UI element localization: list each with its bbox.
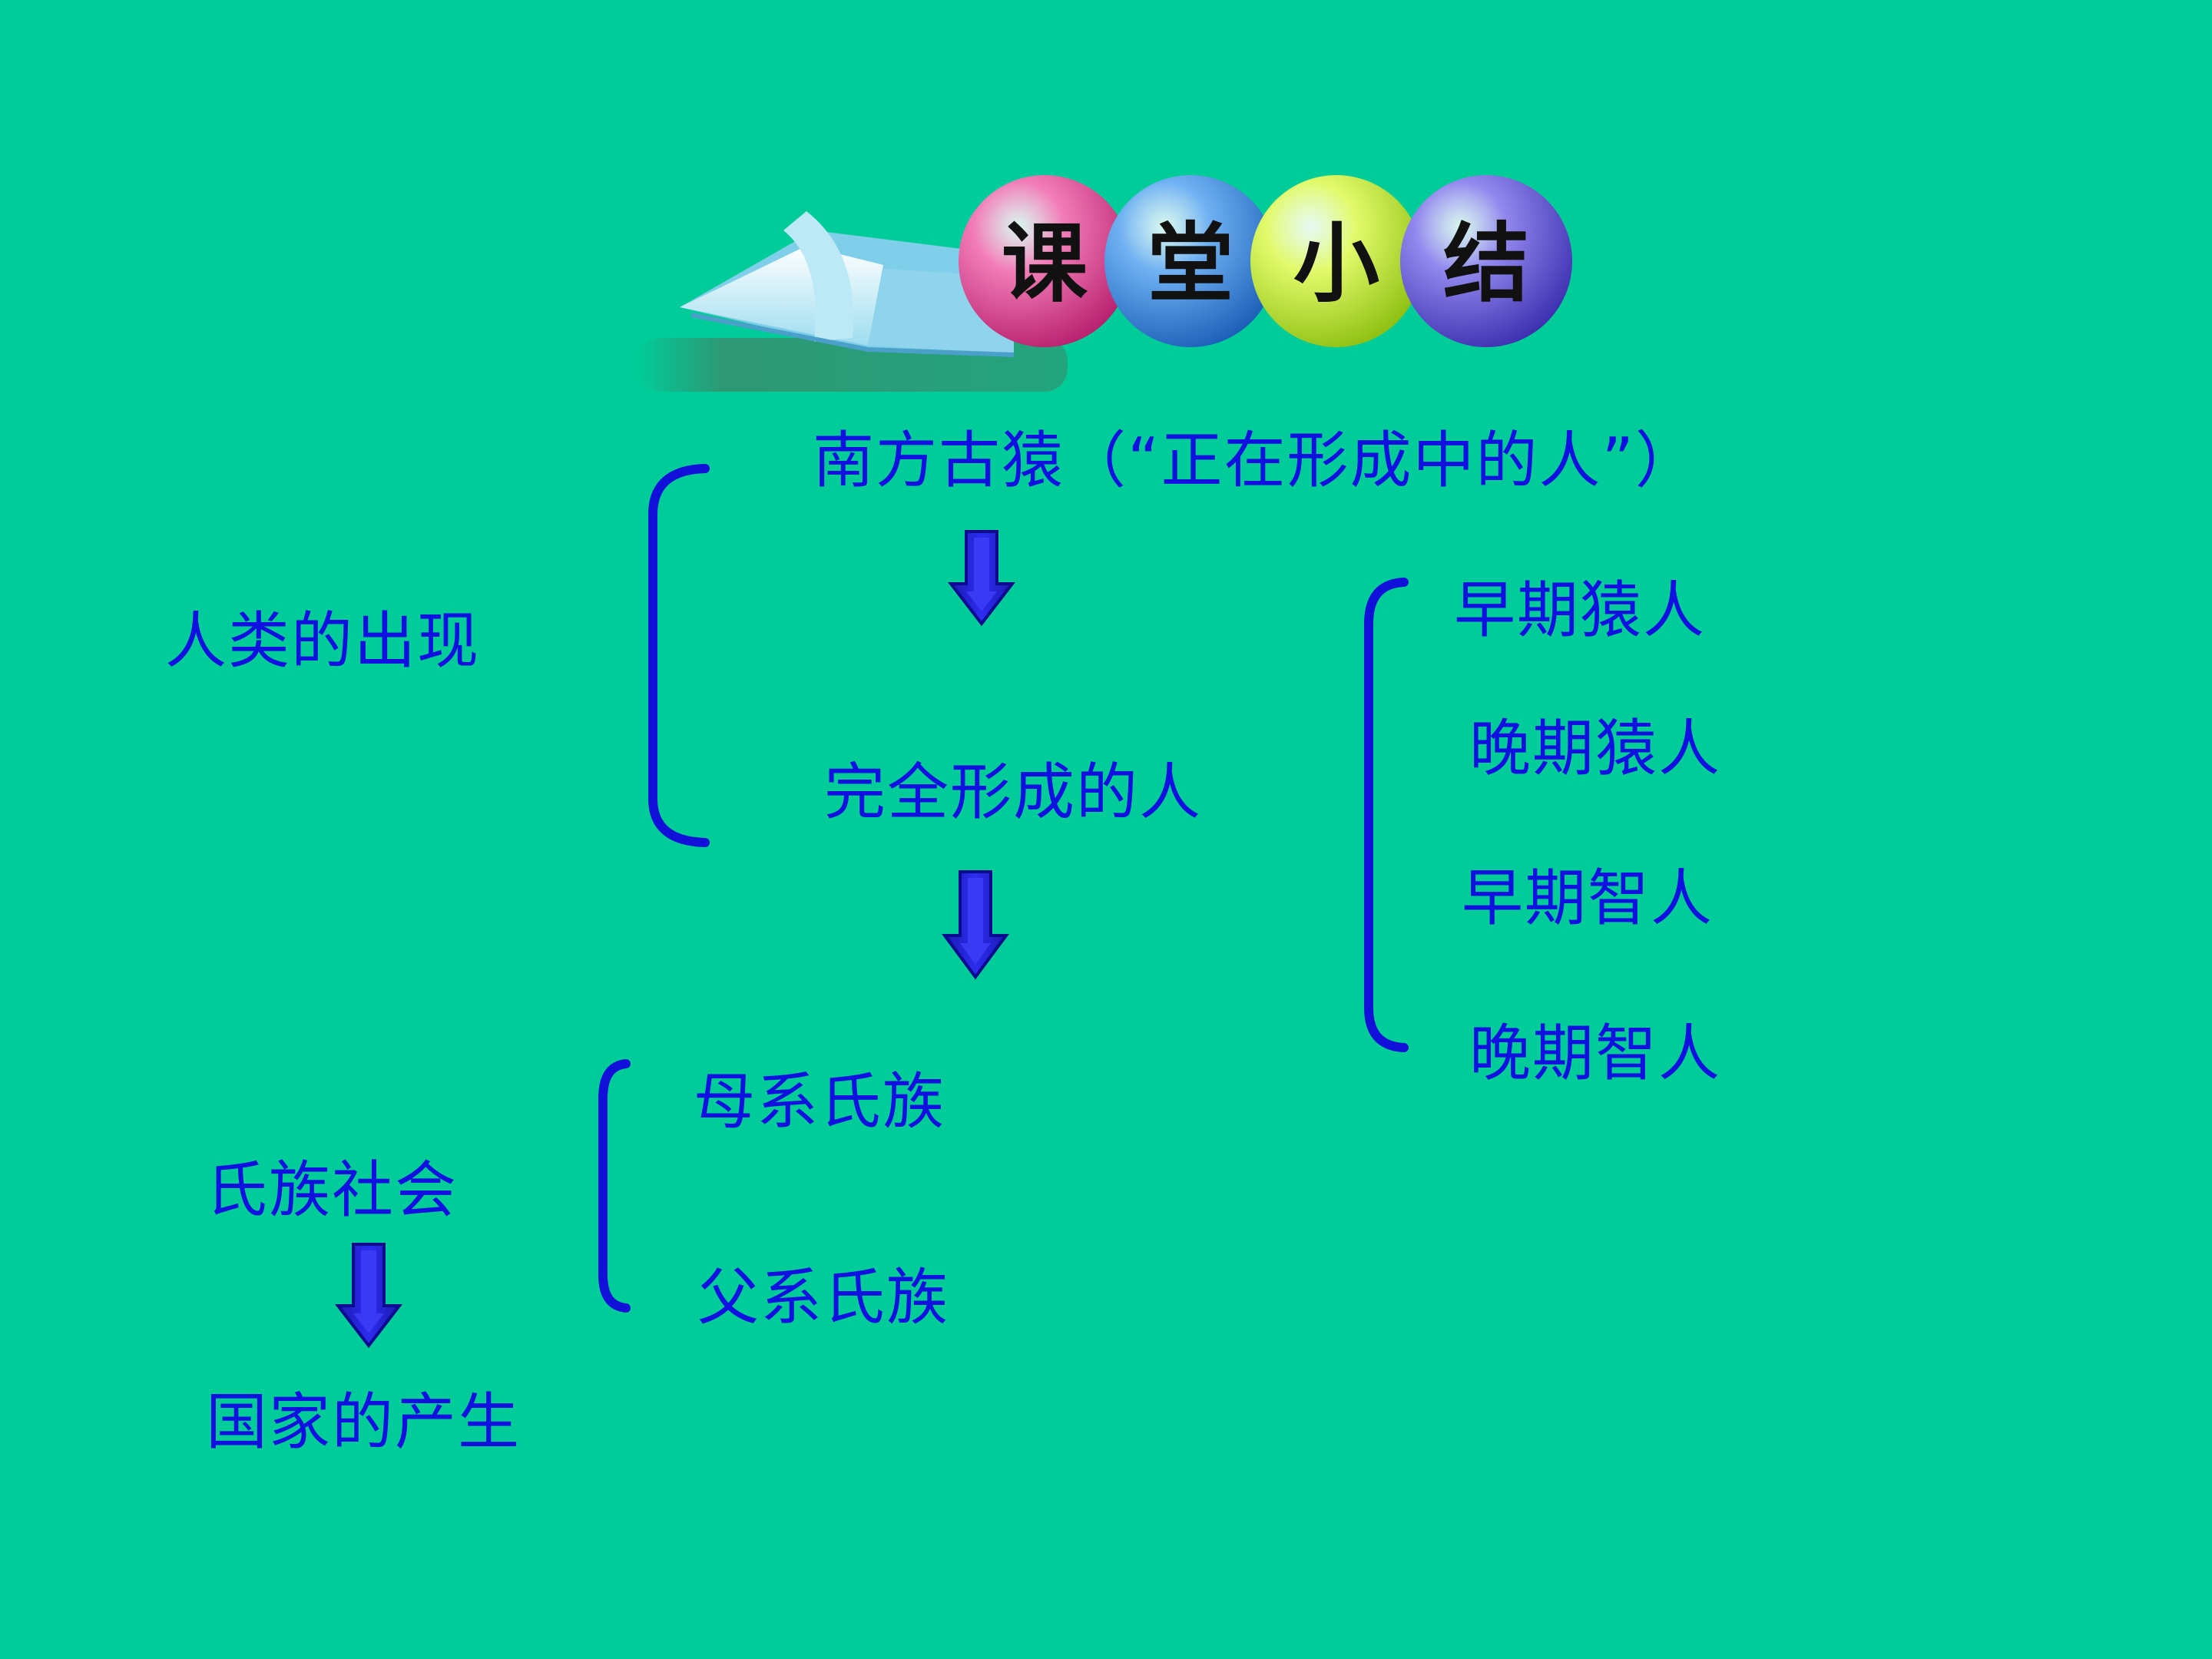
- title-char-1: 课: [1002, 214, 1088, 314]
- title-char-4: 结: [1443, 214, 1529, 314]
- node-clan-society: 氏族社会: [206, 1154, 458, 1226]
- down-arrow-icon: [942, 870, 1009, 980]
- bracket-clans: [598, 1059, 631, 1313]
- bracket-stages: [1364, 578, 1409, 1052]
- title-ball-1: [959, 175, 1131, 347]
- bracket-human-origin: [648, 464, 710, 847]
- title-char-3: 小: [1293, 214, 1379, 314]
- title-balls: 课 堂 小 结: [959, 175, 1572, 347]
- node-human-origin: 人类的出现: [165, 605, 480, 677]
- node-matrilineal-clan: 母系氏族: [694, 1066, 945, 1137]
- title-char-2: 堂: [1147, 214, 1233, 314]
- node-fully-formed: 完全形成的人: [824, 757, 1202, 828]
- title-ball-3: [1250, 175, 1422, 347]
- node-late-ape-man: 晚期猿人: [1469, 713, 1721, 784]
- node-australopithecus: 南方古猿（“正在形成中的人”）: [813, 425, 1698, 496]
- node-early-ape-man: 早期猿人: [1454, 575, 1706, 646]
- open-book-icon: [637, 211, 1068, 392]
- node-late-homo-sapiens: 晚期智人: [1469, 1018, 1721, 1089]
- node-early-homo-sapiens: 早期智人: [1462, 863, 1714, 934]
- down-arrow-icon: [947, 530, 1016, 627]
- node-state-emergence: 国家的产生: [206, 1386, 521, 1458]
- title-ball-2: [1104, 175, 1277, 347]
- node-patrilineal-clan: 父系氏族: [697, 1262, 949, 1333]
- title-ball-4: [1400, 175, 1572, 347]
- down-arrow-icon: [334, 1243, 403, 1349]
